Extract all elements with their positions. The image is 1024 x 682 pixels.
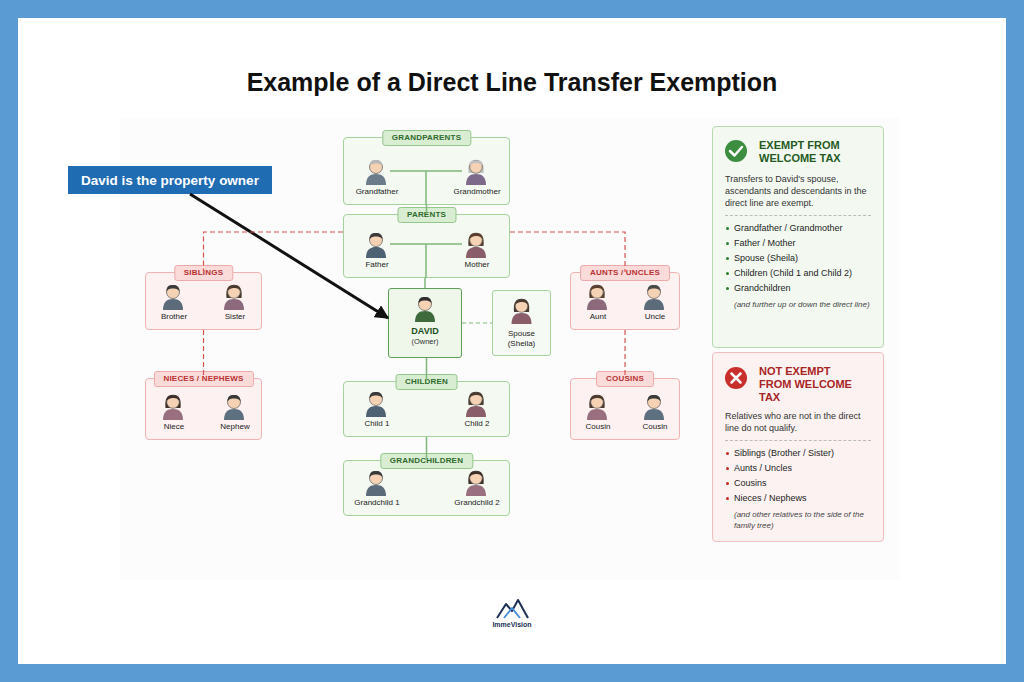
person-icon (587, 285, 607, 310)
person-icon (644, 395, 664, 420)
person-name: Nephew (220, 422, 249, 432)
panel-body: Relatives who are not in the direct line… (725, 410, 871, 441)
person-icon (163, 395, 183, 420)
person-box: Spouse (Sheila) (492, 290, 551, 356)
descent-line (425, 244, 427, 278)
person-icon (512, 299, 532, 324)
person-name: Cousin (643, 422, 668, 432)
person-icon (587, 395, 607, 420)
person-name: Grandchild 2 (454, 498, 499, 508)
family-link (426, 358, 428, 381)
person-name: Mother (465, 260, 490, 270)
person-role: (Owner) (411, 337, 438, 347)
list-item: Aunts / Uncles (734, 462, 871, 474)
list-item: Grandfather / Grandmother (734, 222, 871, 234)
canvas-panel (18, 18, 1006, 664)
family-group: CHILDRENChild 1Child 2 (343, 381, 510, 437)
panel-note: (and further up or down the direct line) (734, 299, 871, 310)
panel-heading: EXEMPT FROM WELCOME TAX (759, 139, 874, 167)
person-name: Child 1 (365, 419, 390, 429)
person-name: DAVID (411, 326, 438, 337)
couple-line (390, 170, 462, 172)
person-name: Child 2 (465, 419, 490, 429)
list-item: Nieces / Nephews (734, 492, 871, 504)
panel-note: (and other relatives to the side of the … (734, 509, 871, 531)
info-panel: EXEMPT FROM WELCOME TAX Transfers to Davi… (712, 126, 884, 348)
list-item: Children (Child 1 and Child 2) (734, 267, 871, 279)
person-icon (366, 160, 386, 185)
person-icon (466, 392, 486, 417)
cross-mark (732, 374, 741, 383)
family-group: NIECES / NEPHEWSNieceNephew (145, 378, 262, 440)
group-heading: GRANDCHILDREN (380, 453, 473, 469)
person-name: Uncle (645, 312, 665, 322)
person-icon (224, 285, 244, 310)
group-heading: SIBLINGS (174, 265, 233, 281)
family-link (204, 232, 344, 272)
person-icon (366, 233, 386, 258)
person-icon (466, 471, 486, 496)
person-box: DAVID(Owner) (388, 288, 462, 358)
family-group: GRANDCHILDRENGrandchild 1Grandchild 2 (343, 460, 510, 516)
check-badge (725, 140, 747, 162)
callout-box: David is the property owner (68, 166, 272, 194)
list-item: Spouse (Sheila) (734, 252, 871, 264)
person-name: Aunt (590, 312, 606, 322)
family-group: AUNTS / UNCLESAuntUncle (570, 272, 680, 330)
person-icon (224, 395, 244, 420)
person-name: Grandmother (453, 187, 500, 197)
group-heading: COUSINS (596, 371, 654, 387)
panel-body: Transfers to David's spouse, ascendants … (725, 173, 871, 216)
descent-line (425, 171, 427, 205)
panel-heading: NOT EXEMPT FROM WELCOME TAX (759, 365, 865, 404)
info-panel: NOT EXEMPT FROM WELCOME TAX Relatives who… (712, 352, 884, 542)
family-group: GRANDPARENTSGrandfatherGrandmother (343, 137, 510, 205)
callout-arrow (190, 194, 388, 318)
person-name: Brother (161, 312, 187, 322)
family-group: SIBLINGSBrotherSister (145, 272, 262, 330)
list-item: Father / Mother (734, 237, 871, 249)
person-icon (415, 297, 435, 322)
person-name: Grandchild 1 (354, 498, 399, 508)
family-link (426, 205, 428, 214)
family-link (424, 278, 426, 288)
couple-line (390, 243, 462, 245)
logo-mark (504, 608, 520, 618)
list-item: Cousins (734, 477, 871, 489)
person-icon (466, 233, 486, 258)
person-icon (366, 392, 386, 417)
family-link (510, 232, 625, 272)
person-icon (366, 471, 386, 496)
group-heading: PARENTS (397, 207, 456, 223)
group-heading: CHILDREN (395, 374, 458, 390)
person-icon (644, 285, 664, 310)
family-link (203, 330, 204, 378)
group-heading: NIECES / NEPHEWS (153, 371, 253, 387)
person-icon (466, 160, 486, 185)
family-link (624, 330, 625, 378)
family-group: PARENTSFatherMother (343, 214, 510, 278)
diagram-title: Example of a Direct Line Transfer Exempt… (18, 68, 1006, 97)
person-name: Niece (164, 422, 184, 432)
family-link (462, 322, 492, 323)
family-link (426, 437, 428, 460)
logo-text: ImmeVision (492, 621, 531, 628)
person-name: Grandfather (356, 187, 399, 197)
cross-badge (725, 367, 747, 389)
list-item: Grandchildren (734, 282, 871, 294)
person-name: Father (365, 260, 388, 270)
callout-text: David is the property owner (81, 173, 259, 188)
person-name: Sister (225, 312, 245, 322)
person-name: Spouse (Sheila) (502, 329, 542, 349)
person-icon (163, 285, 183, 310)
person-name: Cousin (586, 422, 611, 432)
list-item: Siblings (Brother / Sister) (734, 447, 871, 459)
group-heading: GRANDPARENTS (382, 130, 471, 146)
logo-mark (497, 600, 528, 618)
check-mark (730, 147, 742, 156)
family-group: COUSINSCousinCousin (570, 378, 680, 440)
group-heading: AUNTS / UNCLES (580, 265, 670, 281)
